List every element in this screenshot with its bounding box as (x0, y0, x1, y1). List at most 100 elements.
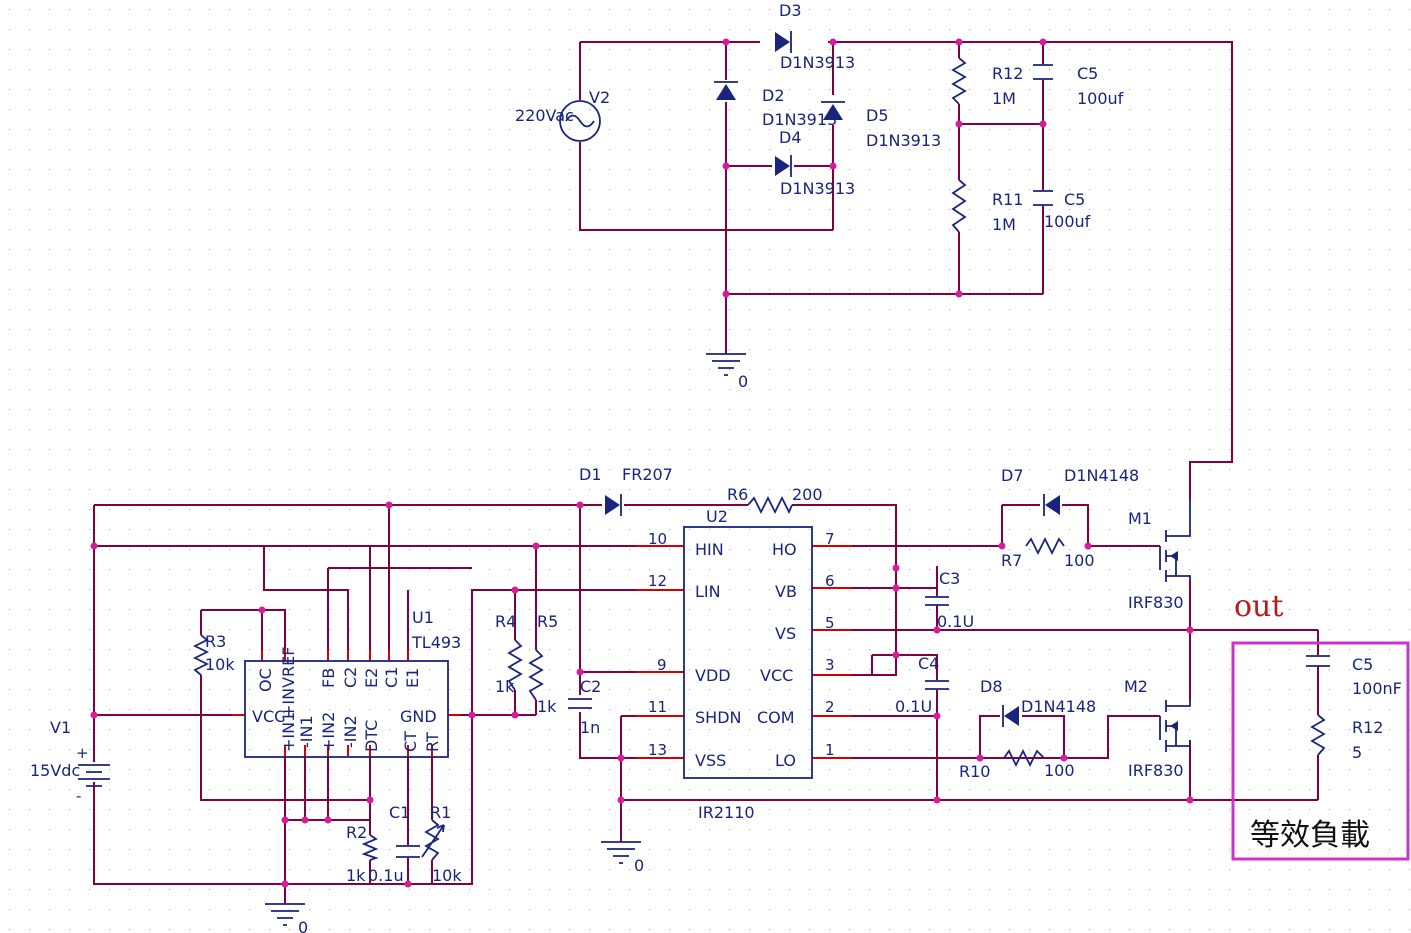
u2-pin-shdn: SHDN (695, 708, 741, 727)
capacitor-c3[interactable]: C3 0.1U (925, 569, 974, 631)
resistor-r1[interactable]: R1 10k (421, 803, 462, 885)
u2-body (683, 526, 813, 779)
load-c5-value: 100nF (1352, 679, 1402, 698)
u2-pin-com-num: 2 (825, 698, 835, 716)
u2-pin-vs-num: 5 (825, 614, 835, 632)
r10-ref: R10 (959, 762, 990, 781)
u1-pins (232, 650, 460, 756)
resistor-r2[interactable]: R2 1k (346, 823, 379, 885)
r7-value: 100 (1064, 551, 1095, 570)
u2-pin-hin-num: 10 (648, 530, 667, 548)
d8-value: D1N4148 (1021, 697, 1096, 716)
resistor-r11[interactable]: R11 1M (951, 179, 1023, 234)
m1-value: IRF830 (1128, 593, 1184, 612)
c3-ref: C3 (939, 569, 960, 588)
load-capacitor-c5[interactable]: C5 100nF (1306, 655, 1402, 698)
out-label: out (1234, 589, 1283, 624)
u1-pin-in2n: -IN2 (341, 715, 360, 748)
ground-middle-label: 0 (634, 856, 644, 875)
resistor-r7[interactable]: R7 100 (1001, 536, 1095, 570)
u1-pin-in1n: -IN1 (297, 715, 316, 748)
r2-value: 1k (346, 866, 366, 885)
diode-d3[interactable]: D3 D1N3913 (775, 1, 855, 72)
diode-d1[interactable]: D1 FR207 (579, 465, 673, 516)
u1-pin-rt: RT (423, 732, 442, 752)
c5-top-ref: C5 (1077, 64, 1098, 83)
ic-u2-ir2110[interactable]: U2 IR2110 HIN 10 LIN 12 VDD 9 SHDN 11 VS… (636, 507, 852, 822)
load-resistor-r12[interactable]: R12 5 (1310, 714, 1383, 762)
capacitor-c5-bottom[interactable]: C5 100uf (1033, 190, 1091, 231)
r12-ref: R12 (992, 64, 1023, 83)
u2-pin-lo: LO (775, 751, 796, 770)
r3-ref: R3 (205, 632, 226, 651)
d5-ref: D5 (866, 106, 889, 125)
mosfet-m1[interactable]: M1 IRF830 (1128, 500, 1191, 612)
ground-left-label: 0 (298, 918, 308, 933)
r1-value: 10k (432, 866, 462, 885)
u1-pin-invref: +INVREF (279, 647, 298, 718)
resistor-r5[interactable]: R5 1k (528, 612, 558, 716)
u2-pin-lin: LIN (695, 582, 721, 601)
resistor-r4[interactable]: R4 1k (495, 612, 523, 696)
diode-d5[interactable]: D5 D1N3913 (821, 101, 941, 150)
u2-pin-vss: VSS (695, 751, 726, 770)
ac-source-v2[interactable]: V2 220Vac (515, 88, 610, 142)
v1-value: 15Vdc (30, 761, 80, 780)
capacitor-c1[interactable]: C1 0.1u (368, 803, 420, 885)
u2-pin-vdd: VDD (695, 666, 731, 685)
ic-u1-tl493[interactable]: U1 TL493 OC +INVREF FB C2 E2 C1 E1 VCC G… (232, 608, 461, 758)
d5-value: D1N3913 (866, 131, 941, 150)
u2-pin-lo-num: 1 (825, 741, 835, 759)
load-highlight-frame (1231, 641, 1410, 861)
load-r12-ref: R12 (1352, 718, 1383, 737)
r3-value: 10k (205, 655, 235, 674)
u2-pins (636, 545, 852, 759)
d3-value: D1N3913 (780, 53, 855, 72)
r4-value: 1k (495, 677, 515, 696)
d3-ref: D3 (779, 1, 802, 20)
diode-d4[interactable]: D4 D1N3913 (775, 128, 855, 198)
c5-bottom-ref: C5 (1064, 190, 1085, 209)
r12-value: 1M (992, 89, 1016, 108)
diode-d8[interactable]: D8 D1N4148 (980, 677, 1096, 727)
r11-ref: R11 (992, 190, 1023, 209)
r1-ref: R1 (430, 803, 451, 822)
u2-ref: U2 (706, 507, 728, 526)
mosfet-m2[interactable]: M2 IRF830 (1124, 677, 1191, 780)
ground-symbol-middle: 0 (601, 841, 644, 875)
diode-d2[interactable]: D2 D1N3913 (714, 81, 837, 129)
ground-top-label: 0 (738, 372, 748, 391)
c2-value: 1n (580, 718, 600, 737)
r7-ref: R7 (1001, 551, 1022, 570)
u2-pin-ho-num: 7 (825, 530, 835, 548)
u1-pin-in2p: +IN2 (319, 712, 338, 752)
resistor-r6[interactable]: R6 200 (727, 485, 823, 515)
capacitor-c5-top[interactable]: C5 100uf (1033, 64, 1124, 108)
r10-value: 100 (1044, 761, 1075, 780)
resistor-r3[interactable]: R3 10k (192, 632, 235, 676)
u1-ref: U1 (412, 608, 434, 627)
c5-bottom-value: 100uf (1044, 212, 1091, 231)
dc-source-v1[interactable]: V1 15Vdc + - (30, 718, 110, 805)
c1-ref: C1 (389, 803, 410, 822)
u2-pin-vdd-num: 9 (657, 656, 667, 674)
u2-pin-lin-num: 12 (648, 572, 667, 590)
capacitor-c2[interactable]: C2 1n (568, 677, 601, 737)
m1-ref: M1 (1128, 509, 1152, 528)
resistor-r12[interactable]: R12 1M (951, 57, 1023, 108)
equivalent-load-box[interactable]: C5 100nF R12 5 等效負載 (1231, 641, 1410, 861)
u2-part: IR2110 (698, 803, 755, 822)
u1-pin-c1: C1 (382, 667, 401, 688)
d7-ref: D7 (1001, 466, 1024, 485)
r2-ref: R2 (346, 823, 367, 842)
m2-ref: M2 (1124, 677, 1148, 696)
d4-ref: D4 (779, 128, 802, 147)
u1-pin-fb: FB (319, 668, 338, 688)
diode-d7[interactable]: D7 D1N4148 (1001, 466, 1139, 516)
u2-pin-hin: HIN (695, 540, 724, 559)
capacitor-c4[interactable]: C4 0.1U (895, 654, 949, 716)
resistor-r10[interactable]: R10 100 (959, 748, 1075, 781)
u1-pin-gnd: GND (400, 707, 437, 726)
c4-value: 0.1U (895, 697, 932, 716)
c5-top-value: 100uf (1077, 89, 1124, 108)
